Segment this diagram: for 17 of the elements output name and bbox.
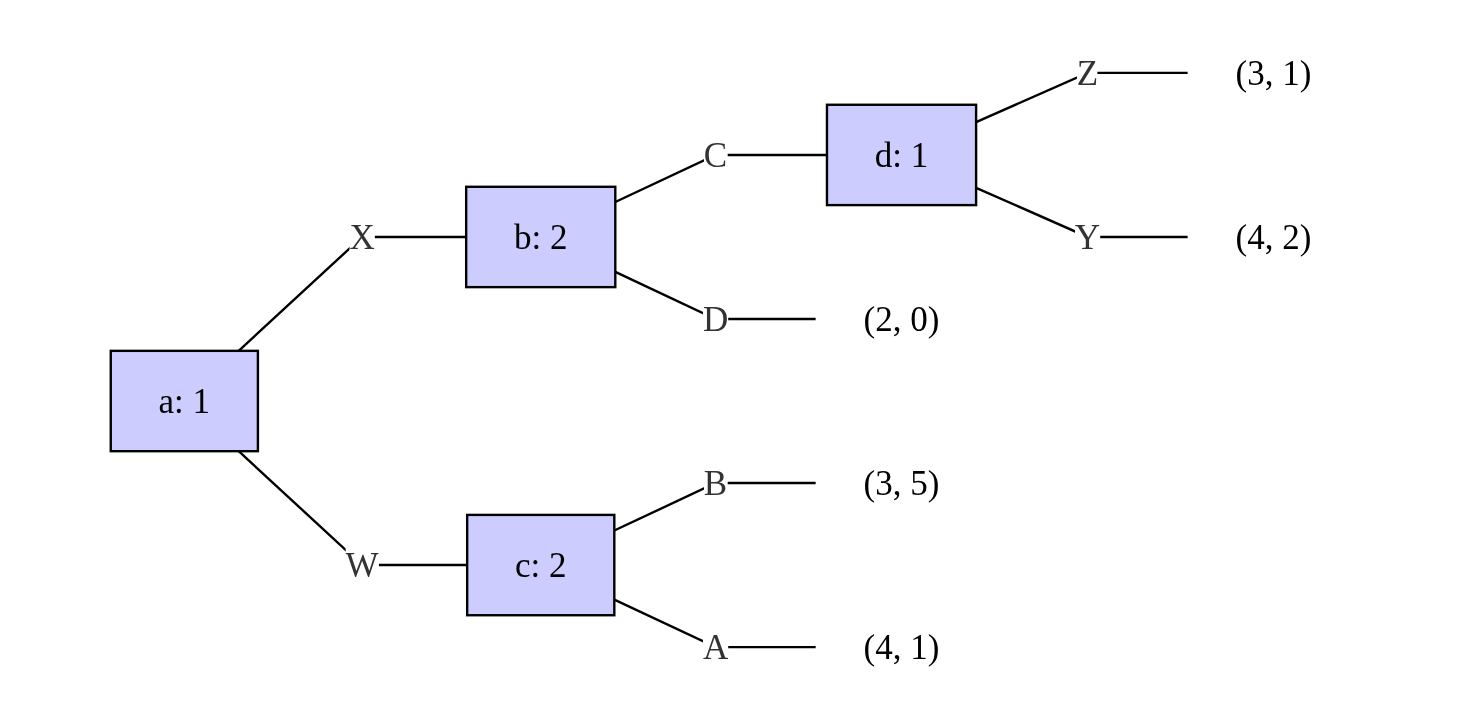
node-box: a: 1 [109, 349, 260, 452]
node-text: (3, 5) [863, 462, 940, 503]
node-text: (2, 0) [863, 298, 940, 339]
edge-label: B [703, 462, 728, 503]
edge-label: D [702, 298, 729, 339]
edge-label: X [349, 216, 375, 257]
node-box: b: 2 [465, 185, 617, 288]
edge-label: Z [1076, 52, 1099, 93]
edge-label: Y [1074, 216, 1101, 257]
node-text: (4, 2) [1235, 216, 1312, 257]
node-box: d: 1 [825, 103, 978, 206]
edge-label: W [345, 544, 379, 585]
node-text: (3, 1) [1235, 52, 1312, 93]
node-box: c: 2 [465, 513, 616, 616]
node-text: (4, 1) [863, 626, 940, 667]
edge-label: A [702, 626, 729, 667]
edge-label: C [703, 134, 728, 175]
